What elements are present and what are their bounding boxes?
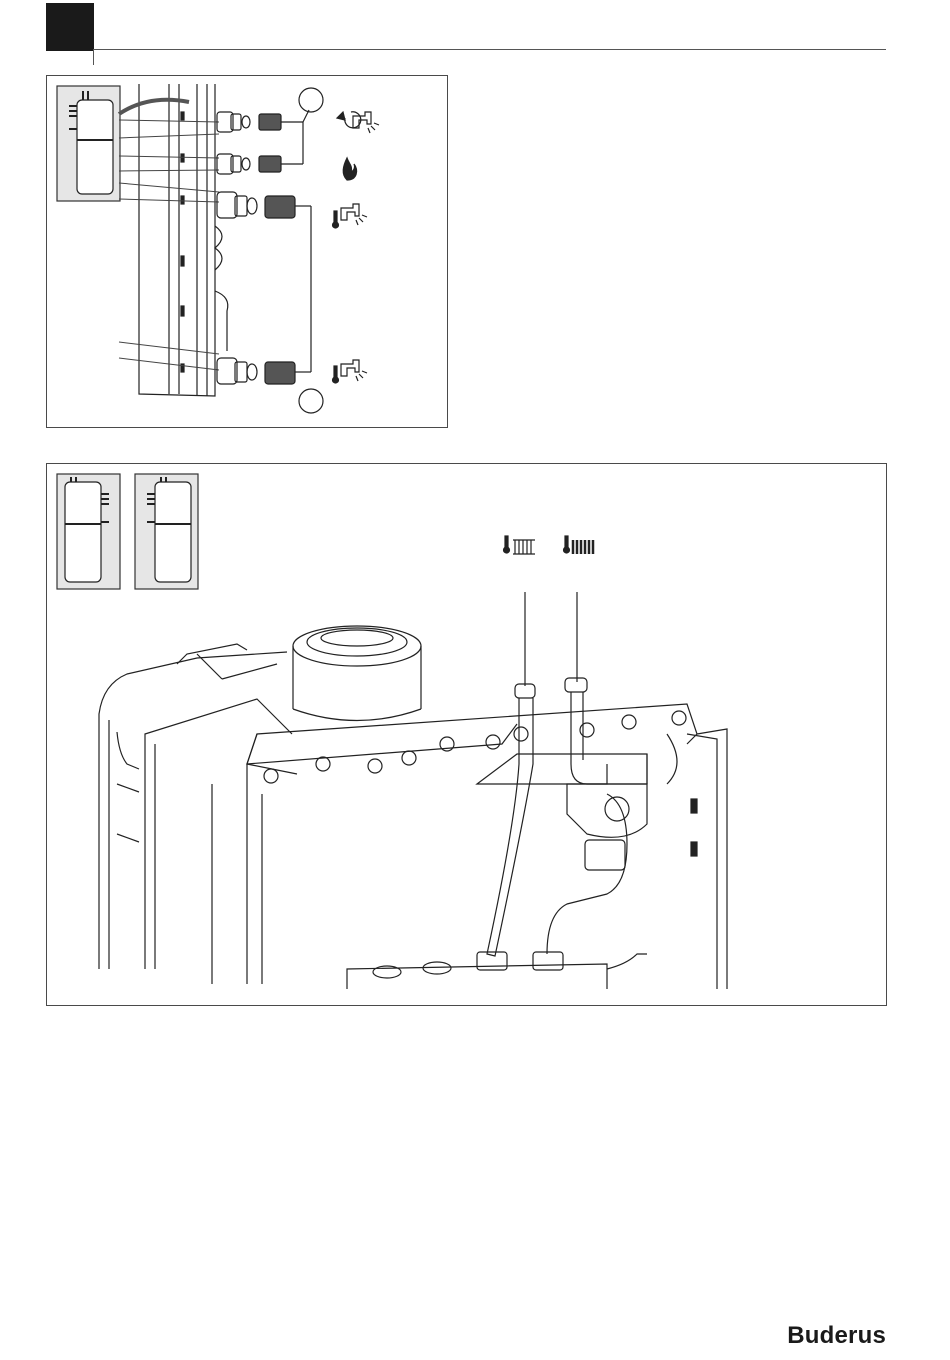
boiler-right-panel [667, 729, 727, 989]
bottom-manifold [347, 954, 647, 989]
heating-flow-pipe [477, 684, 535, 970]
pump-valve [567, 784, 647, 837]
figure-heating-drawing [47, 464, 886, 1005]
chapter-marker [46, 3, 94, 51]
callout-top [299, 88, 323, 112]
boiler-outline-thumbnail [57, 474, 120, 589]
heating-return-radiator-icon [564, 536, 594, 554]
return-flow-tap-icon [337, 112, 379, 133]
connection-nipples [264, 711, 686, 783]
fitting-row-3 [217, 192, 295, 218]
fitting-row-1 [217, 112, 281, 132]
boiler-casing [99, 644, 297, 984]
figure-heating-connections [46, 463, 887, 1006]
boiler-outline-thumbnail [57, 86, 120, 201]
header-rule [94, 49, 886, 50]
flue-outlet [293, 626, 421, 721]
gas-flame-icon [343, 158, 356, 180]
buderus-logo: Buderus [787, 1322, 886, 1350]
fitting-row-2 [217, 154, 281, 174]
heating-flow-radiator-icon [504, 536, 536, 554]
connection-rail [247, 704, 717, 989]
heating-return-pipe [533, 678, 627, 970]
figure-connections-drawing [47, 76, 447, 427]
fitting-row-4 [217, 358, 295, 384]
boiler-side-panel [119, 84, 228, 396]
figure-connections-side [46, 75, 448, 428]
cold-water-tap-icon [333, 360, 368, 383]
hot-water-tap-icon [333, 204, 368, 228]
header-tick [93, 49, 94, 65]
boiler-outline-thumbnail-2 [135, 474, 198, 589]
callout-bottom [299, 389, 323, 413]
